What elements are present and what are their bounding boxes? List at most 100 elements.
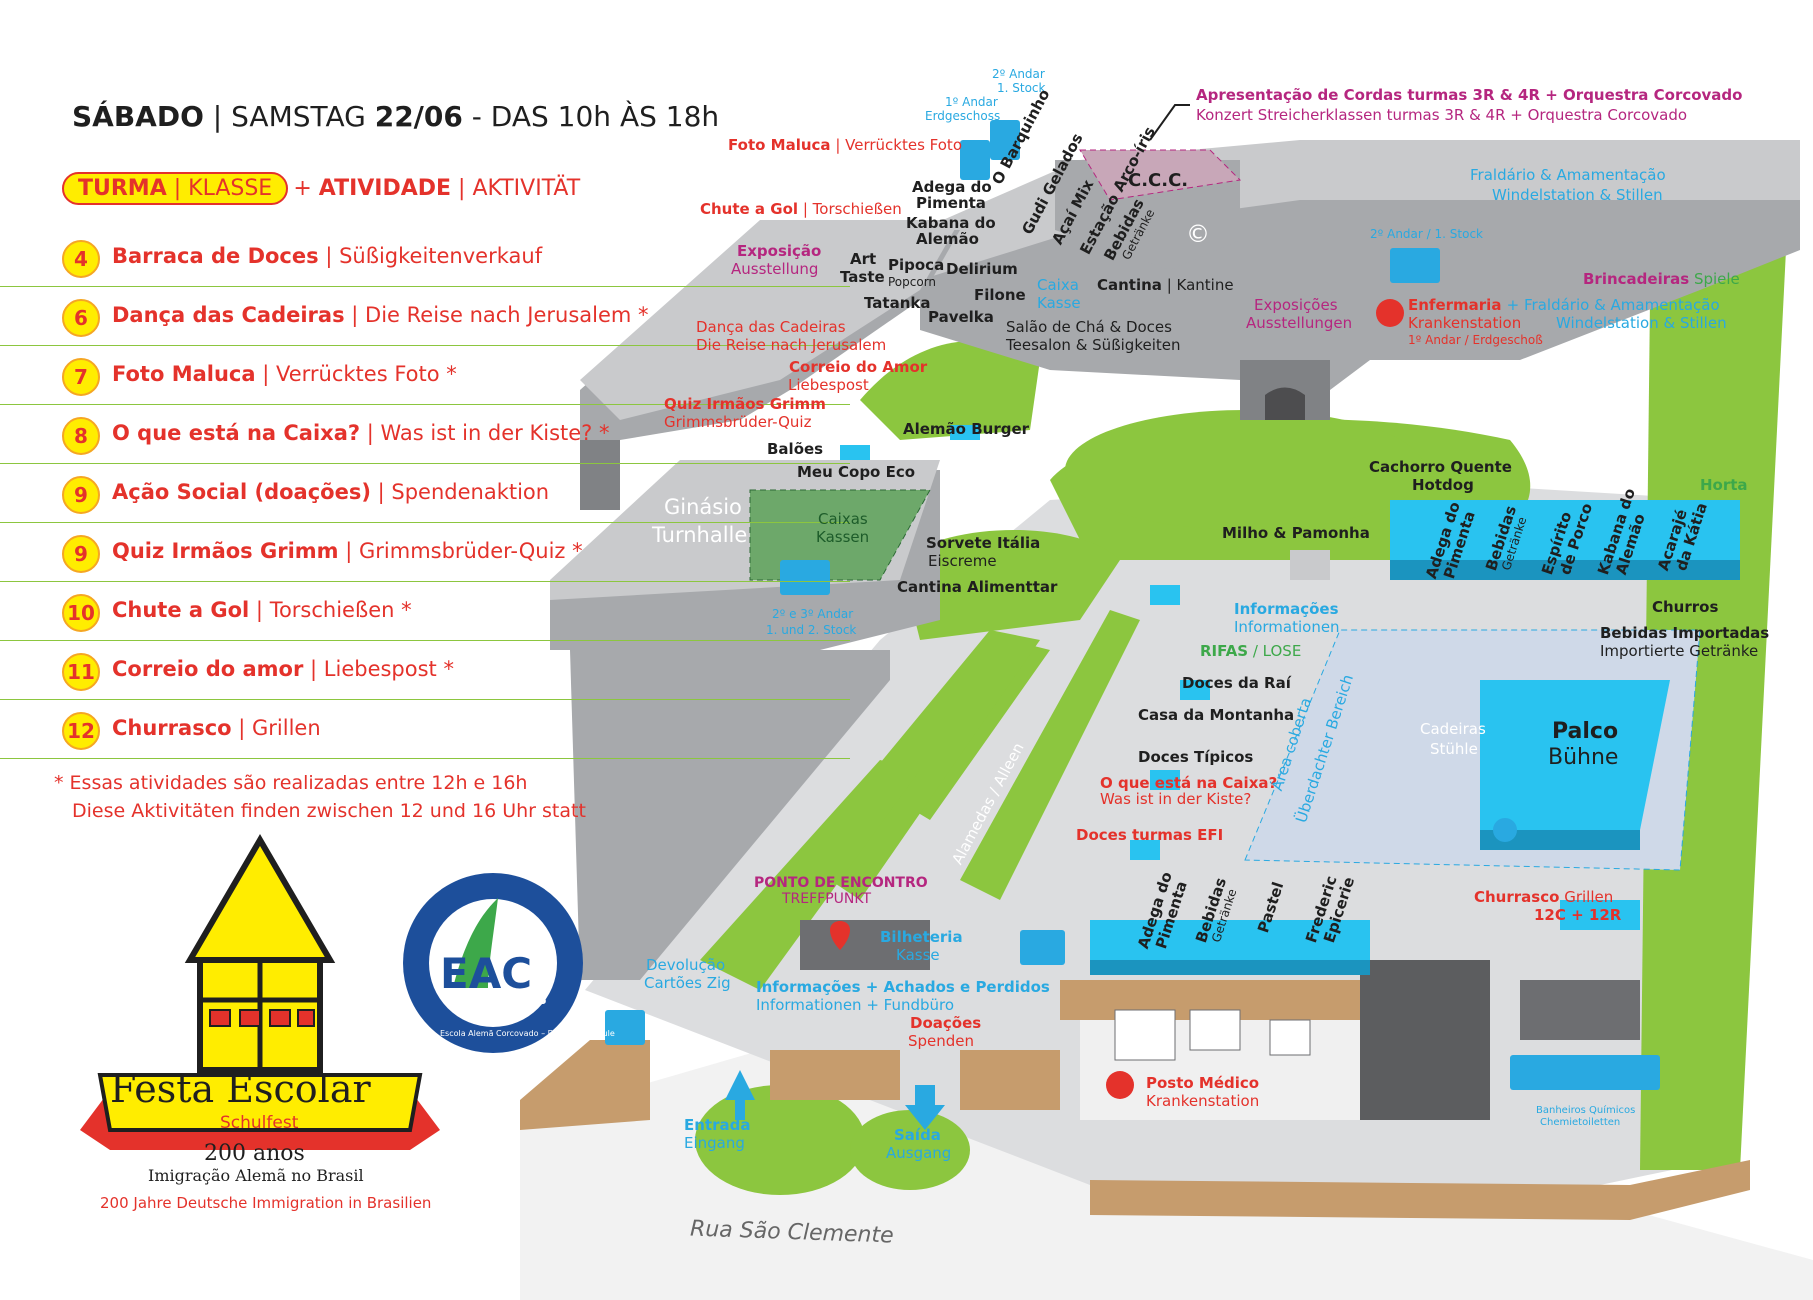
kasse-label: Kasse [1037, 294, 1081, 312]
doces-efi-label: Doces turmas EFI [1076, 826, 1224, 844]
floor-label: 2º e 3º Andar [772, 607, 854, 621]
caixas-label: Caixas [818, 510, 868, 528]
exposicoes-label: Exposições [1254, 296, 1338, 314]
taste-label: Taste [840, 268, 885, 286]
ausstellung-label: Ausstellung [731, 260, 819, 278]
floor-label: 1. und 2. Stock [766, 623, 857, 637]
adega-top-2: Pimenta [916, 194, 986, 212]
churrasco-label: Churrasco Grillen [1474, 888, 1614, 906]
cadeiras-label: Cadeiras [1420, 720, 1486, 738]
ccc-roof [1079, 149, 1242, 201]
treffpunkt-label: TREFFPUNKT [782, 891, 872, 907]
alameda-lawn-4 [700, 760, 920, 990]
exposicao-label: Exposição [737, 242, 822, 260]
ausstellungen-label: Ausstellungen [1246, 314, 1353, 332]
enfermaria-label: Enfermaria + Fraldário & Amamentação [1408, 296, 1720, 314]
kabana-top: Kabana do [906, 214, 996, 232]
banner-yellow [97, 1073, 423, 1132]
caixas-area [749, 489, 931, 581]
correio-label: Correio do Amor [789, 358, 928, 376]
devolucao-label: Devolução [646, 956, 726, 974]
alameda-lawn-3 [960, 610, 1140, 900]
floor-label: 2º Andar / 1. Stock [1370, 227, 1483, 241]
wc-icon [960, 140, 990, 180]
krankenstation2-label: Krankenstation [1146, 1092, 1260, 1110]
wc-icon [990, 120, 1020, 160]
brincadeiras-label: Brincadeiras Spiele [1583, 270, 1740, 288]
eac-ring: Escola Alemã Corcovado – Deutsche Schule [440, 1029, 615, 1038]
krankenstation-label: Krankenstation [1408, 314, 1522, 332]
filone-label: Filone [974, 286, 1026, 304]
kassen-label: Kassen [816, 528, 870, 546]
legend-header: TURMA | KLASSE + ATIVIDADE | AKTIVITÄT [62, 172, 580, 208]
house-roof [184, 834, 336, 963]
fraldario-label: Fraldário & Amamentação [1470, 166, 1666, 184]
bottom-stalls-front [1090, 960, 1370, 975]
cantina-alim-label: Cantina Alimenttar [897, 578, 1058, 596]
popcorn-label: Popcorn [888, 275, 937, 289]
jahre: 200 Jahre Deutsche Immigration in Brasil… [100, 1194, 432, 1212]
horta-label: Horta [1700, 476, 1748, 494]
casa-montanha-label: Casa da Montanha [1138, 706, 1295, 724]
schedule-title: SÁBADO | SAMSTAG 22/06 - DAS 10h ÀS 18h [72, 100, 720, 133]
informationen-label: Informationen [1234, 618, 1340, 636]
eingang-label: Eingang [684, 1134, 745, 1152]
alemao-burger-label: Alemão Burger [903, 420, 1030, 438]
sorvete-label: Sorvete Itália [926, 534, 1041, 552]
quiz-label-de: Grimmsbrüder-Quiz [664, 413, 812, 431]
accessibility-icon [1493, 818, 1517, 842]
stuehle-label: Stühle [1430, 740, 1478, 758]
stage [1480, 680, 1670, 830]
west-wall [570, 650, 890, 980]
eiscreme-label: Eiscreme [928, 552, 997, 570]
danca-label: Dança das Cadeiras [696, 318, 846, 336]
bilheteria-label: Bilheteria [880, 928, 963, 946]
concert-label: Apresentação de Cordas turmas 3R & 4R + … [1196, 86, 1743, 104]
caixa-label: Caixa [1037, 276, 1079, 294]
front-wall-mid [770, 1050, 900, 1100]
meeting-pin [830, 921, 850, 950]
doces-rai-label: Doces da Raí [1182, 674, 1291, 692]
concert-label-de: Konzert Streicherklassen turmas 3R & 4R … [1196, 106, 1688, 124]
churrasco-stand [1560, 900, 1640, 930]
doacoes-label: Doações [910, 1014, 982, 1032]
medical-icon [1106, 1071, 1134, 1099]
windel-label-2: Windelstation & Stillen [1556, 314, 1727, 332]
chemie-label: Chemietoiletten [1540, 1117, 1621, 1128]
stall-tile [1150, 770, 1180, 790]
bebidas-imp-label: Bebidas Importadas [1600, 624, 1770, 642]
milho-label: Milho & Pamonha [1222, 524, 1370, 542]
importierte-label: Importierte Getränke [1600, 642, 1759, 660]
bottom-stalls [1090, 920, 1370, 960]
quiz-label: Quiz Irmãos Grimm [664, 395, 826, 413]
ponto-label: PONTO DE ENCONTRO [754, 875, 928, 891]
stall-tile [950, 425, 980, 440]
east-stalls [1390, 500, 1740, 560]
liebespost-label: Liebespost [788, 376, 869, 394]
cartoes-label: Cartões Zig [644, 974, 731, 992]
east-stalls-front [1390, 560, 1740, 580]
left-wing-lower [580, 440, 620, 510]
entrance-arrow [725, 1070, 755, 1120]
floor-label: 1. Stock [997, 81, 1046, 95]
informacoes-label: Informações [1234, 600, 1339, 618]
meu-copo-label: Meu Copo Eco [797, 463, 916, 481]
danca-label-de: Die Reise nach Jerusalem [696, 336, 887, 354]
ausgang-label: Ausgang [886, 1144, 952, 1162]
copyright-icon: © [1186, 220, 1210, 248]
schulfest: Schulfest [220, 1113, 299, 1133]
baloes-label: Balões [767, 440, 824, 458]
eac-rio: Rio de Janeiro [460, 994, 547, 1007]
saida-label: Saída [894, 1126, 941, 1144]
floor-label: Erdgeschoss [925, 109, 1001, 123]
time-note-de: Diese Aktivitäten finden zwischen 12 und… [72, 800, 586, 822]
kiste-label: Was ist in der Kiste? [1100, 790, 1252, 808]
toilet-block [1520, 980, 1640, 1040]
ambulance-1 [1189, 1009, 1241, 1051]
adega-top: Adega do [912, 178, 992, 196]
